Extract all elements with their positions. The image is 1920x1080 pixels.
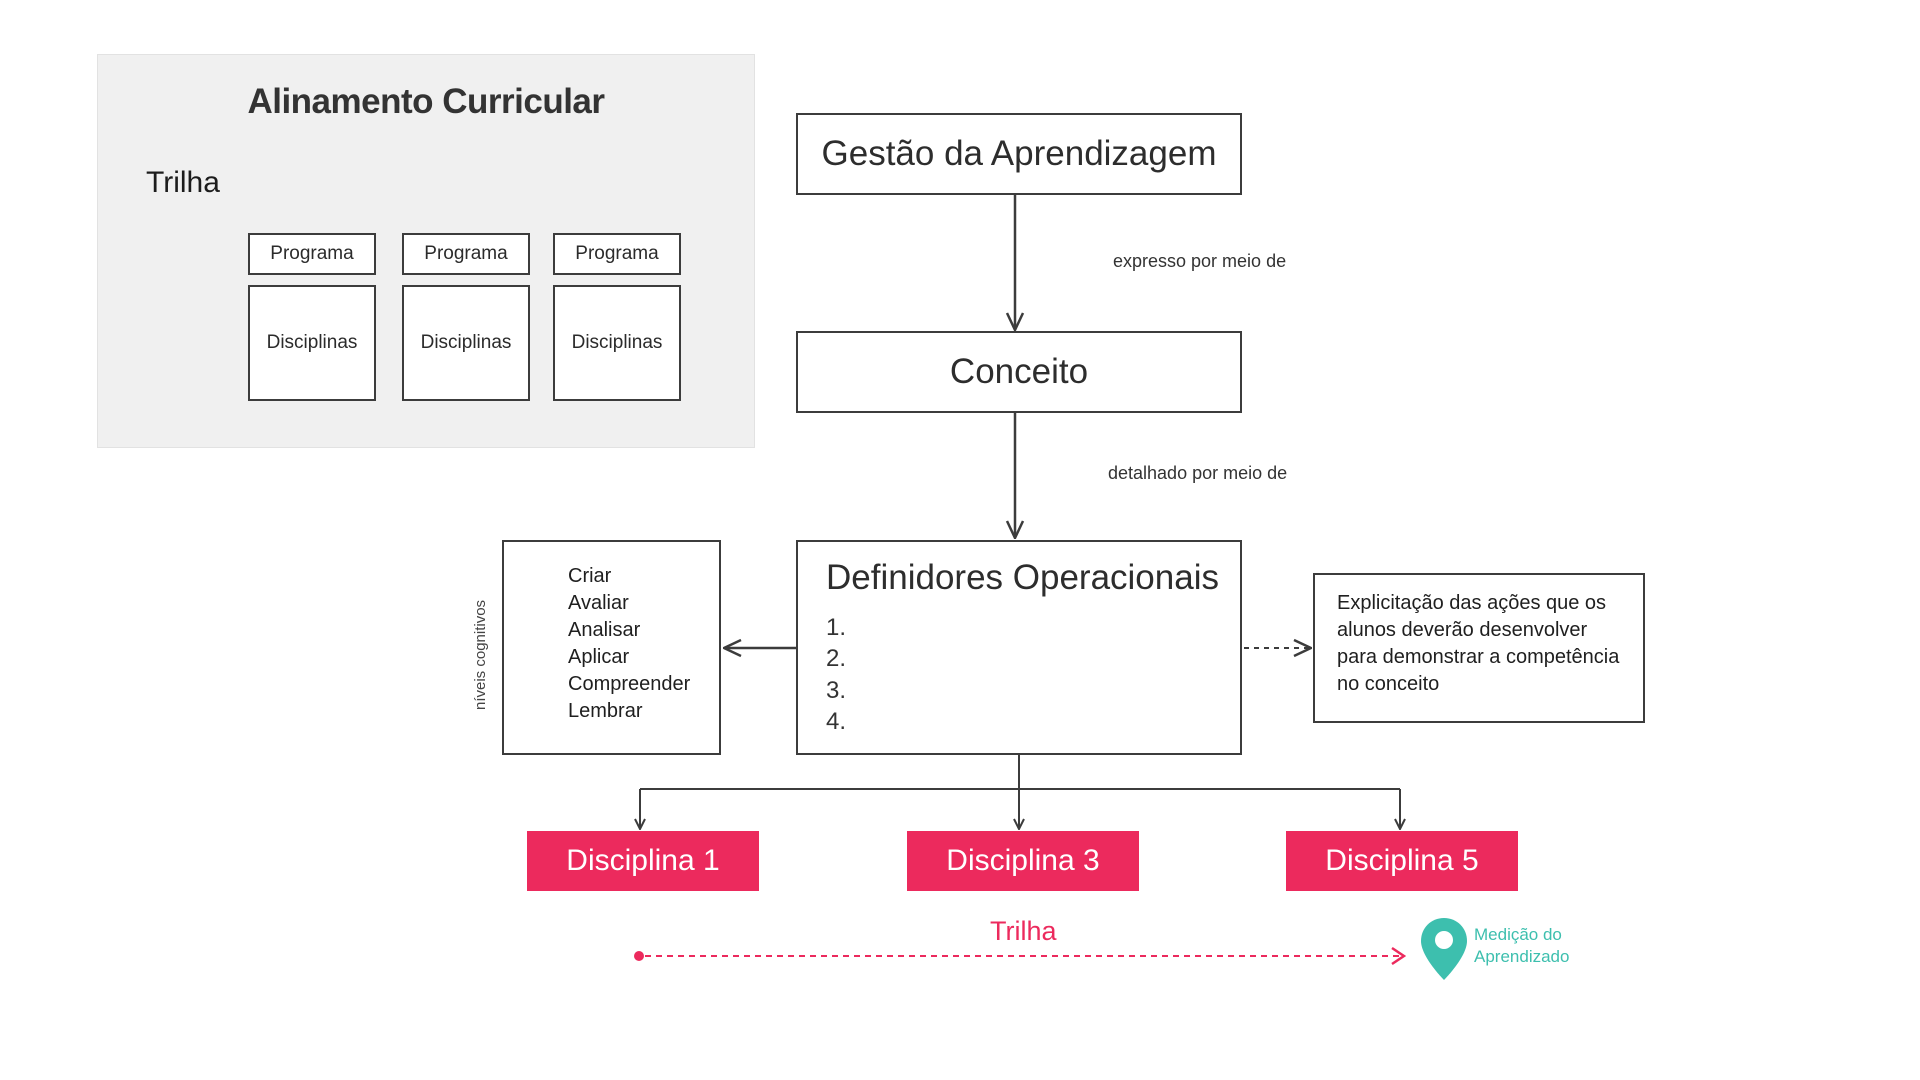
definidores-title: Definidores Operacionais (826, 558, 1219, 597)
disciplina-5-box: Disciplina 5 (1286, 831, 1518, 891)
disciplina-1-box: Disciplina 1 (527, 831, 759, 891)
trilha-bottom-label: Trilha (990, 916, 1057, 946)
explicitacao-box: Explicitação das ações que os alunos dev… (1313, 573, 1645, 723)
level-item: Criar (568, 565, 612, 587)
disciplina-3-box: Disciplina 3 (907, 831, 1139, 891)
definidores-box (796, 540, 1242, 755)
definidores-item: 1. (826, 614, 847, 641)
programa-box: Programa (248, 233, 376, 275)
level-item: Compreender (568, 673, 691, 695)
disciplinas-box: Disciplinas (402, 285, 530, 401)
cognitive-levels-box (502, 540, 721, 755)
level-item: Aplicar (568, 646, 630, 668)
level-item: Avaliar (568, 592, 629, 614)
definidores-item: 2. (826, 645, 847, 672)
gestao-box: Gestão da Aprendizagem (796, 113, 1242, 195)
edge-label-expresso: expresso por meio de (1113, 251, 1287, 271)
alinhamento-title: Alinamento Curricular (247, 82, 605, 121)
disciplinas-box: Disciplinas (248, 285, 376, 401)
cognitive-levels-label: níveis cognitivos (472, 599, 489, 710)
level-item: Lembrar (568, 700, 643, 722)
definidores-item: 4. (826, 708, 847, 735)
medicao-line-2: Aprendizado (1474, 947, 1570, 966)
medicao-line-1: Medição do (1474, 925, 1562, 944)
definidores-item: 3. (826, 677, 847, 704)
level-item: Analisar (568, 619, 641, 641)
location-pin-icon (1421, 918, 1467, 980)
conceito-box: Conceito (796, 331, 1242, 413)
programa-box: Programa (553, 233, 681, 275)
trilha-axis-label: Trilha (146, 166, 220, 199)
disciplinas-box: Disciplinas (553, 285, 681, 401)
trilha-start-dot (634, 951, 644, 961)
programa-box: Programa (402, 233, 530, 275)
medicao-label: Medição do Aprendizado (1474, 924, 1569, 968)
edge-label-detalhado: detalhado por meio de (1108, 463, 1288, 483)
